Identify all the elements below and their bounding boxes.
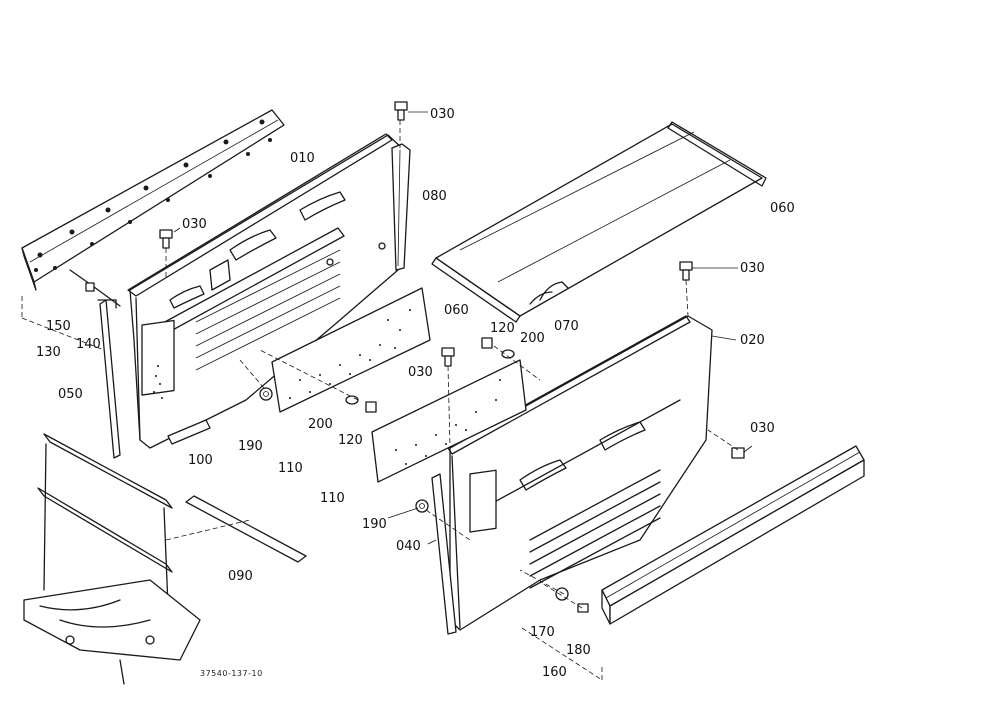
label-020: 020 <box>740 333 765 348</box>
link-070 <box>529 291 553 305</box>
drawing-code: 37540-137-10 <box>200 669 263 678</box>
label-120-right: 120 <box>490 321 515 336</box>
label-030-upper-right: 030 <box>740 261 765 276</box>
label-030-left: 030 <box>182 217 207 232</box>
label-030-side-right: 030 <box>750 421 775 436</box>
mounting-rail-left <box>21 109 285 291</box>
label-200-right: 200 <box>520 331 545 346</box>
vertical-post-040 <box>431 473 457 635</box>
bolt-120-right <box>481 337 493 349</box>
label-130: 130 <box>36 345 61 360</box>
top-panel-right <box>431 121 767 323</box>
label-190-right: 190 <box>362 517 387 532</box>
bolt-030-left <box>159 229 173 249</box>
bolt-030-right-side <box>731 447 745 459</box>
part-labels: 030 010 080 030 150 130 140 050 190 100 … <box>36 107 795 680</box>
side-panel-right <box>447 315 713 631</box>
side-panel-left <box>127 133 405 449</box>
label-080: 080 <box>422 189 447 204</box>
label-110-right: 110 <box>320 491 345 506</box>
bolt-030-right-mid <box>441 347 455 367</box>
label-030-mid: 030 <box>408 365 433 380</box>
washer-200-left <box>345 395 359 405</box>
bolt-120-left <box>365 401 377 413</box>
bolt-030-right-top <box>679 261 693 281</box>
label-180: 180 <box>566 643 591 658</box>
label-060-left: 060 <box>444 303 469 318</box>
label-110-left: 110 <box>278 461 303 476</box>
label-190-left: 190 <box>238 439 263 454</box>
long-rail-160 <box>601 445 865 625</box>
label-leaders <box>173 111 753 545</box>
label-120-left: 120 <box>338 433 363 448</box>
bar-090 <box>185 495 307 563</box>
label-090: 090 <box>228 569 253 584</box>
label-160: 160 <box>542 665 567 680</box>
bolt-180 <box>577 603 589 613</box>
bolt-030-top <box>394 101 408 121</box>
label-170: 170 <box>530 625 555 640</box>
leader-lines <box>21 120 739 681</box>
label-040: 040 <box>396 539 421 554</box>
perforated-plate-right <box>371 359 527 483</box>
washer-200-right <box>501 349 515 359</box>
base-frame <box>23 433 201 685</box>
bolt-150 <box>69 269 121 307</box>
label-070: 070 <box>554 319 579 334</box>
bracket-100 <box>167 419 211 445</box>
label-060-right: 060 <box>770 201 795 216</box>
label-050: 050 <box>58 387 83 402</box>
right-panel-slots <box>529 469 661 589</box>
label-100: 100 <box>188 453 213 468</box>
label-010: 010 <box>290 151 315 166</box>
label-030-top: 030 <box>430 107 455 122</box>
perforated-plate-left <box>271 287 431 413</box>
vertical-post-050 <box>97 299 121 459</box>
nut-190-left <box>259 387 273 401</box>
nut-190-right <box>415 499 429 513</box>
label-140: 140 <box>76 337 101 352</box>
label-200-left: 200 <box>308 417 333 432</box>
nut-170 <box>555 587 569 601</box>
label-150: 150 <box>46 319 71 334</box>
